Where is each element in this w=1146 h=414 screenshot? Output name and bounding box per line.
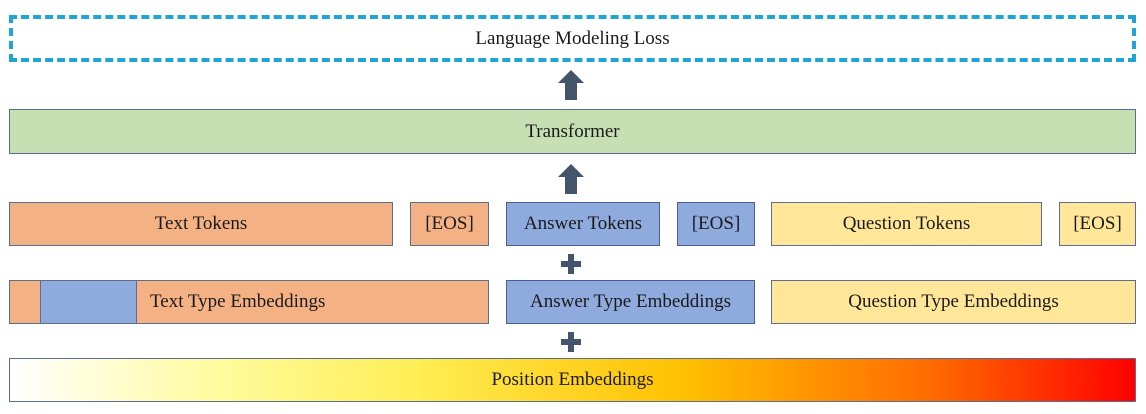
language-modeling-loss-box: Language Modeling Loss — [9, 15, 1136, 62]
up-arrow-icon — [558, 164, 584, 194]
question-eos-token-box: [EOS] — [1059, 202, 1136, 246]
text-type-segment-orange — [10, 281, 41, 323]
question-tokens-box: Question Tokens — [771, 202, 1042, 246]
text-eos-token-box: [EOS] — [410, 202, 489, 246]
text-type-embeddings-box: Text Type Embeddings — [9, 280, 489, 324]
answer-tokens-box: Answer Tokens — [506, 202, 660, 246]
plus-icon — [561, 332, 581, 352]
language-modeling-loss-label: Language Modeling Loss — [475, 27, 670, 49]
plus-icon — [561, 254, 581, 274]
answer-eos-label: [EOS] — [691, 213, 741, 234]
answer-eos-token-box: [EOS] — [677, 202, 755, 246]
text-tokens-label: Text Tokens — [154, 213, 248, 234]
question-type-embeddings-box: Question Type Embeddings — [771, 280, 1136, 324]
question-type-embeddings-label: Question Type Embeddings — [848, 291, 1059, 312]
answer-type-embeddings-box: Answer Type Embeddings — [506, 280, 755, 324]
text-eos-label: [EOS] — [425, 213, 474, 234]
answer-type-embeddings-label: Answer Type Embeddings — [530, 291, 731, 312]
text-type-embeddings-label: Text Type Embeddings — [150, 291, 326, 312]
answer-tokens-label: Answer Tokens — [523, 213, 643, 234]
text-type-segment-blue — [41, 281, 137, 323]
question-tokens-label: Question Tokens — [842, 213, 971, 234]
question-eos-label: [EOS] — [1073, 213, 1122, 234]
transformer-label: Transformer — [525, 120, 620, 142]
position-embeddings-label: Position Embeddings — [491, 369, 654, 390]
up-arrow-icon — [558, 70, 584, 100]
text-tokens-box: Text Tokens — [9, 202, 393, 246]
transformer-box: Transformer — [9, 109, 1136, 154]
position-embeddings-box: Position Embeddings — [9, 358, 1136, 402]
